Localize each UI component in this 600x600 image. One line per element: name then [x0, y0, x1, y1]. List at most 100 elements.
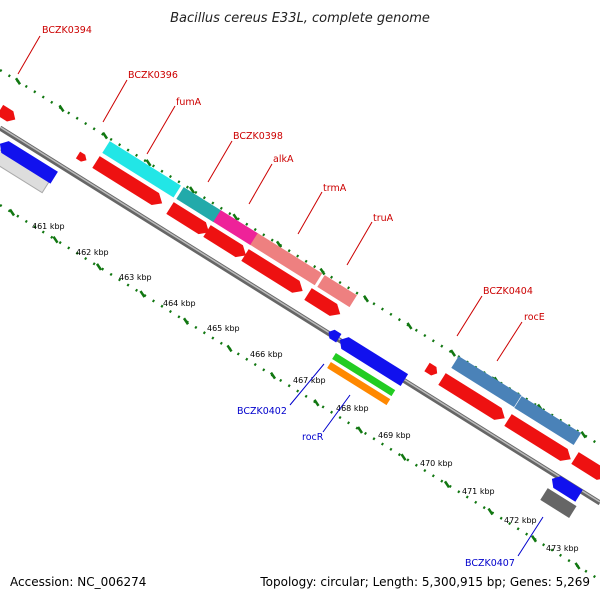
leader-trmA [297, 191, 323, 235]
major-tick-lower-11 [487, 507, 494, 516]
gene-edge-arrow[interactable] [571, 452, 600, 484]
major-tick-upper-1 [58, 104, 65, 113]
label-BCZK0407[interactable]: BCZK0407 [465, 558, 515, 569]
major-tick-lower-9 [400, 453, 407, 461]
tick-label-465: 465 kbp [207, 324, 240, 333]
major-tick-upper-6 [275, 240, 283, 249]
feature-trmA-bar[interactable] [250, 233, 323, 286]
leader-BCZK0407 [517, 516, 544, 557]
feature-rocR-orange-bar[interactable] [327, 362, 391, 406]
major-tick-upper-7 [319, 267, 326, 276]
major-ticks [8, 77, 587, 570]
major-tick-lower-12 [530, 535, 538, 543]
gene-small-red-arrow[interactable] [75, 151, 89, 164]
feature-alkA-bar[interactable] [213, 210, 259, 246]
label-truA[interactable]: truA [373, 213, 394, 224]
tick-label-469: 469 kbp [378, 431, 411, 440]
label-BCZK0396[interactable]: BCZK0396 [128, 70, 178, 81]
label-rocE[interactable]: rocE [524, 312, 545, 323]
tick-label-464: 464 kbp [163, 299, 196, 308]
genome-backbone [0, 125, 600, 506]
gene-blue-left-arrow[interactable] [0, 138, 58, 184]
label-BCZK0404[interactable]: BCZK0404 [483, 286, 533, 297]
tick-label-462: 462 kbp [76, 248, 109, 257]
major-tick-lower-6 [269, 371, 277, 380]
label-BCZK0402[interactable]: BCZK0402 [237, 406, 287, 417]
gene-rocE-arrow[interactable] [504, 414, 574, 465]
major-tick-lower-3 [139, 290, 146, 298]
major-tick-upper-10 [449, 349, 457, 357]
gene-BCZK0402-arrow[interactable] [336, 334, 409, 387]
tick-label-468: 468 kbp [336, 404, 369, 413]
feature-BCZK0404-bar[interactable] [451, 356, 522, 408]
major-tick-lower-2 [95, 263, 103, 271]
leader-BCZK0398 [207, 140, 233, 183]
gene-BCZK0407-arrow[interactable] [548, 473, 583, 502]
leader-BCZK0394 [17, 35, 41, 75]
major-tick-upper-2 [101, 131, 109, 140]
map-title: Bacillus cereus E33L, complete genome [170, 11, 430, 26]
label-trmA[interactable]: trmA [323, 183, 347, 194]
leader-rocE [496, 321, 523, 362]
label-BCZK0394[interactable]: BCZK0394 [42, 25, 92, 36]
leader-rocR [322, 394, 351, 433]
feature-truA-bar[interactable] [317, 275, 357, 308]
major-tick-lower-4 [182, 317, 190, 325]
tick-label-463: 463 kbp [119, 273, 152, 282]
major-tick-lower-13 [574, 562, 581, 570]
leader-BCZK0396 [102, 79, 128, 123]
feature-BCZK0398-bar[interactable] [176, 187, 222, 223]
tick-label-473: 473 kbp [546, 544, 579, 553]
tick-label-467: 467 kbp [293, 376, 326, 385]
label-alkA[interactable]: alkA [273, 154, 294, 165]
label-fumA[interactable]: fumA [176, 97, 202, 108]
major-tick-lower-5 [226, 344, 233, 353]
leader-BCZK0402 [289, 363, 325, 406]
major-tick-upper-8 [362, 295, 370, 303]
tick-label-470: 470 kbp [420, 459, 453, 468]
major-tick-lower-7 [313, 399, 320, 407]
feature-BCZK0407-grey-bar[interactable] [540, 488, 577, 518]
gene-alkA-arrow[interactable] [203, 225, 249, 261]
forward-genes [0, 104, 600, 484]
label-rocR[interactable]: rocR [302, 432, 324, 443]
leader-fumA [146, 105, 176, 155]
major-tick-lower-8 [356, 426, 364, 434]
gene-trmA-arrow[interactable] [241, 249, 306, 297]
major-tick-upper-13 [580, 430, 587, 439]
topology-text: Topology: circular; Length: 5,300,915 bp… [259, 575, 590, 589]
leader-BCZK0404 [456, 295, 483, 337]
feature-bars [102, 141, 582, 446]
tick-label-461: 461 kbp [32, 222, 65, 231]
major-tick-lower-10 [443, 480, 451, 489]
leader-truA [346, 221, 373, 266]
reverse-genes [0, 138, 583, 518]
gene-labels: BCZK0394 BCZK0396 fumA BCZK0398 alkA trm… [42, 25, 545, 569]
feature-rocR-green-bar[interactable] [332, 353, 396, 397]
gene-BCZK0404-arrow[interactable] [438, 373, 508, 424]
gene-truA-arrow[interactable] [304, 288, 344, 320]
tick-labels: 461 kbp 462 kbp 463 kbp 464 kbp 465 kbp … [32, 222, 579, 553]
gene-fumA-arrow[interactable] [92, 156, 166, 209]
major-tick-lower-1 [52, 235, 59, 244]
feature-rocE-bar[interactable] [514, 396, 582, 446]
label-leaders [17, 35, 544, 557]
tick-label-466: 466 kbp [250, 350, 283, 359]
feature-fumA-bar[interactable] [102, 141, 181, 198]
major-tick-upper-3 [145, 159, 152, 167]
major-tick-upper-9 [406, 322, 413, 330]
major-tick-upper-5 [232, 213, 239, 221]
tick-label-471: 471 kbp [462, 487, 495, 496]
major-tick-upper-4 [188, 186, 196, 194]
major-tick-lower-0 [8, 208, 16, 217]
tick-label-472: 472 kbp [504, 516, 537, 525]
accession-text: Accession: NC_006274 [10, 575, 146, 589]
gene-BCZK0404-small-arrow[interactable] [424, 362, 439, 378]
label-BCZK0398[interactable]: BCZK0398 [233, 131, 283, 142]
gene-BCZK0394-arrow[interactable] [0, 104, 18, 125]
gene-BCZK0402-small-arrow[interactable] [326, 328, 342, 343]
gene-BCZK0398-arrow[interactable] [166, 202, 212, 238]
major-tick-upper-0 [14, 77, 22, 85]
genome-backbone-highlight [0, 126, 600, 503]
